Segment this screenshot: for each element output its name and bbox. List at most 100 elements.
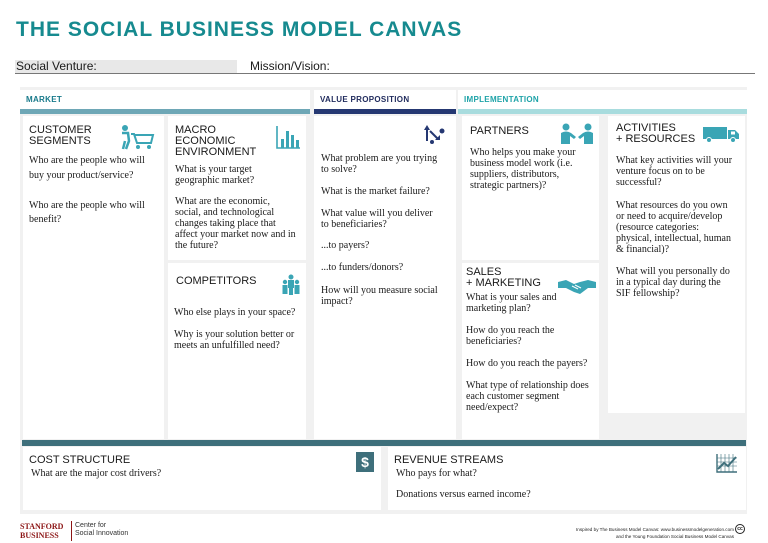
- sales-title-2: + MARKETING: [466, 277, 541, 289]
- partners-title: PARTNERS: [470, 125, 529, 137]
- bar-chart-icon: [276, 126, 300, 149]
- macro-q1-b: geographic market?: [175, 175, 255, 186]
- credit-text: Inspired by The Business Model Canvas: w…: [576, 526, 734, 540]
- macro-q2-e: the future?: [175, 240, 219, 251]
- value-prop-q3-a: What value will you deliver: [321, 208, 433, 219]
- bottom-section-bar: [22, 440, 746, 446]
- competitors-q2-b: meets an unfulfilled need?: [174, 340, 280, 351]
- customer-segments-title-2: SEGMENTS: [29, 135, 91, 147]
- sales-marketing-box: SALES + MARKETING What is your sales and…: [462, 263, 599, 439]
- macro-title-3: ENVIRONMENT: [175, 146, 257, 158]
- macro-environment-box: MACRO ECONOMIC ENVIRONMENT What is your …: [168, 116, 306, 260]
- value-proposition-box: What problem are you trying to solve? Wh…: [314, 116, 456, 439]
- header-underline: [15, 73, 755, 74]
- macro-q2-c: changes taking place that: [175, 218, 276, 229]
- partners-q1-d: strategic partners)?: [470, 180, 547, 191]
- sales-q4-a: What type of relationship does: [466, 380, 589, 391]
- activities-q2-d: physical, intellectual, human: [616, 233, 731, 244]
- macro-title-2: ECONOMIC: [175, 135, 236, 147]
- revenue-streams-title: REVENUE STREAMS: [394, 454, 504, 466]
- sales-q2-a: How do you reach the: [466, 325, 555, 336]
- implementation-band-bar: [458, 109, 747, 114]
- value-prop-q6-a: How will you measure social: [321, 285, 438, 296]
- customer-segments-title-1: CUSTOMER: [29, 124, 92, 136]
- competitors-box: COMPETITORS Who else plays in your space…: [168, 263, 306, 439]
- stanford-logo: STANFORD BUSINESS: [20, 522, 63, 540]
- macro-q2-b: social, and technological: [175, 207, 275, 218]
- customer-segments-q1-a: Who are the people who will: [29, 155, 145, 166]
- growth-chart-icon: [716, 454, 737, 473]
- cost-structure-title: COST STRUCTURE: [29, 454, 131, 466]
- sales-title-1: SALES: [466, 266, 502, 278]
- activities-q2-c: (resource categories:: [616, 222, 700, 233]
- stanford-line-1: STANFORD: [20, 522, 64, 531]
- activities-title-2: + RESOURCES: [616, 133, 696, 145]
- activities-q2-a: What resources do you own: [616, 200, 728, 211]
- revenue-streams-box: REVENUE STREAMS Who pays for what? Donat…: [388, 447, 746, 510]
- sales-q1-b: marketing plan?: [466, 303, 531, 314]
- macro-q2-d: affect your market now and in: [175, 229, 296, 240]
- partners-q1-a: Who helps you make your: [470, 147, 576, 158]
- activities-q2-b: or need to acquire/develop: [616, 211, 723, 222]
- sales-q2-b: beneficiaries?: [466, 336, 522, 347]
- macro-title-1: MACRO: [175, 124, 216, 136]
- sales-q1-a: What is your sales and: [466, 292, 557, 303]
- people-icon: [282, 274, 300, 295]
- activities-resources-box: ACTIVITIES + RESOURCES What key activiti…: [608, 116, 745, 413]
- competitors-q2-a: Why is your solution better or: [174, 329, 295, 340]
- activities-q1-b: venture focus on to be: [616, 166, 705, 177]
- partners-q1-c: suppliers, distributors,: [470, 169, 560, 180]
- value-prop-q3-b: to beneficiaries?: [321, 219, 387, 230]
- activities-q3-b: in a typical day during the: [616, 277, 721, 288]
- activities-q3-c: SIF fellowship?: [616, 288, 680, 299]
- market-band-bar: [20, 109, 310, 114]
- sales-q4-b: each customer segment: [466, 391, 560, 402]
- partners-box: PARTNERS Who helps you make your busines…: [462, 116, 599, 260]
- macro-q2-a: What are the economic,: [175, 196, 270, 207]
- center-line-2: Social Innovation: [75, 530, 129, 537]
- center-line-1: Center for: [75, 522, 107, 529]
- activities-q2-e: & financial)?: [616, 244, 670, 255]
- value-prop-q1-a: What problem are you trying: [321, 153, 438, 164]
- arrows-icon: [424, 125, 445, 144]
- shopping-cart-icon: [121, 125, 155, 150]
- activities-title-1: ACTIVITIES: [616, 122, 676, 134]
- meeting-icon: [561, 123, 593, 144]
- value-prop-q1-b: to solve?: [321, 164, 357, 175]
- customer-segments-q2-b: benefit?: [29, 214, 62, 225]
- customer-segments-q1-b: buy your product/service?: [29, 170, 134, 181]
- activities-q1-c: successful?: [616, 177, 662, 188]
- competitors-title: COMPETITORS: [176, 275, 257, 287]
- value-prop-q2: What is the market failure?: [321, 186, 430, 197]
- dollar-icon: $: [356, 452, 374, 472]
- market-band-label: MARKET: [20, 90, 310, 110]
- partners-q1-b: business model work (i.e.: [470, 158, 573, 169]
- sales-q4-c: need/expect?: [466, 402, 519, 413]
- macro-q1-a: What is your target: [175, 164, 252, 175]
- activities-q3-a: What will you personally do: [616, 266, 730, 277]
- stanford-line-2: BUSINESS: [20, 531, 59, 540]
- activities-q1-a: What key activities will your: [616, 155, 733, 166]
- customer-segments-q2-a: Who are the people who will: [29, 200, 145, 211]
- customer-segments-box: CUSTOMER SEGMENTS Who are the people who…: [23, 116, 164, 439]
- center-name: Center for Social Innovation: [75, 522, 128, 538]
- value-proposition-band-bar: [314, 109, 456, 114]
- credit-line-1: Inspired by The Business Model Canvas: w…: [576, 527, 734, 532]
- value-prop-q4: ...to payers?: [321, 240, 370, 251]
- page-title: THE SOCIAL BUSINESS MODEL CANVAS: [16, 18, 463, 41]
- social-venture-label: Social Venture:: [15, 60, 237, 73]
- mission-vision-label: Mission/Vision:: [250, 59, 330, 73]
- value-prop-q5: ...to funders/donors?: [321, 262, 404, 273]
- sales-q3: How do you reach the payers?: [466, 358, 588, 369]
- value-proposition-band-label: VALUE PROPOSITION: [314, 90, 456, 110]
- footer-divider: [71, 521, 72, 541]
- handshake-icon: [558, 280, 596, 294]
- truck-icon: [703, 127, 739, 143]
- credit-line-2: and the Young Foundation Social Business…: [616, 534, 734, 539]
- revenue-streams-q1: Who pays for what?: [396, 468, 477, 479]
- competitors-q1: Who else plays in your space?: [174, 307, 296, 318]
- cost-structure-q1: What are the major cost drivers?: [31, 468, 162, 479]
- value-prop-q6-b: impact?: [321, 296, 353, 307]
- revenue-streams-q2: Donations versus earned income?: [396, 489, 531, 500]
- implementation-band-label: IMPLEMENTATION: [458, 90, 747, 110]
